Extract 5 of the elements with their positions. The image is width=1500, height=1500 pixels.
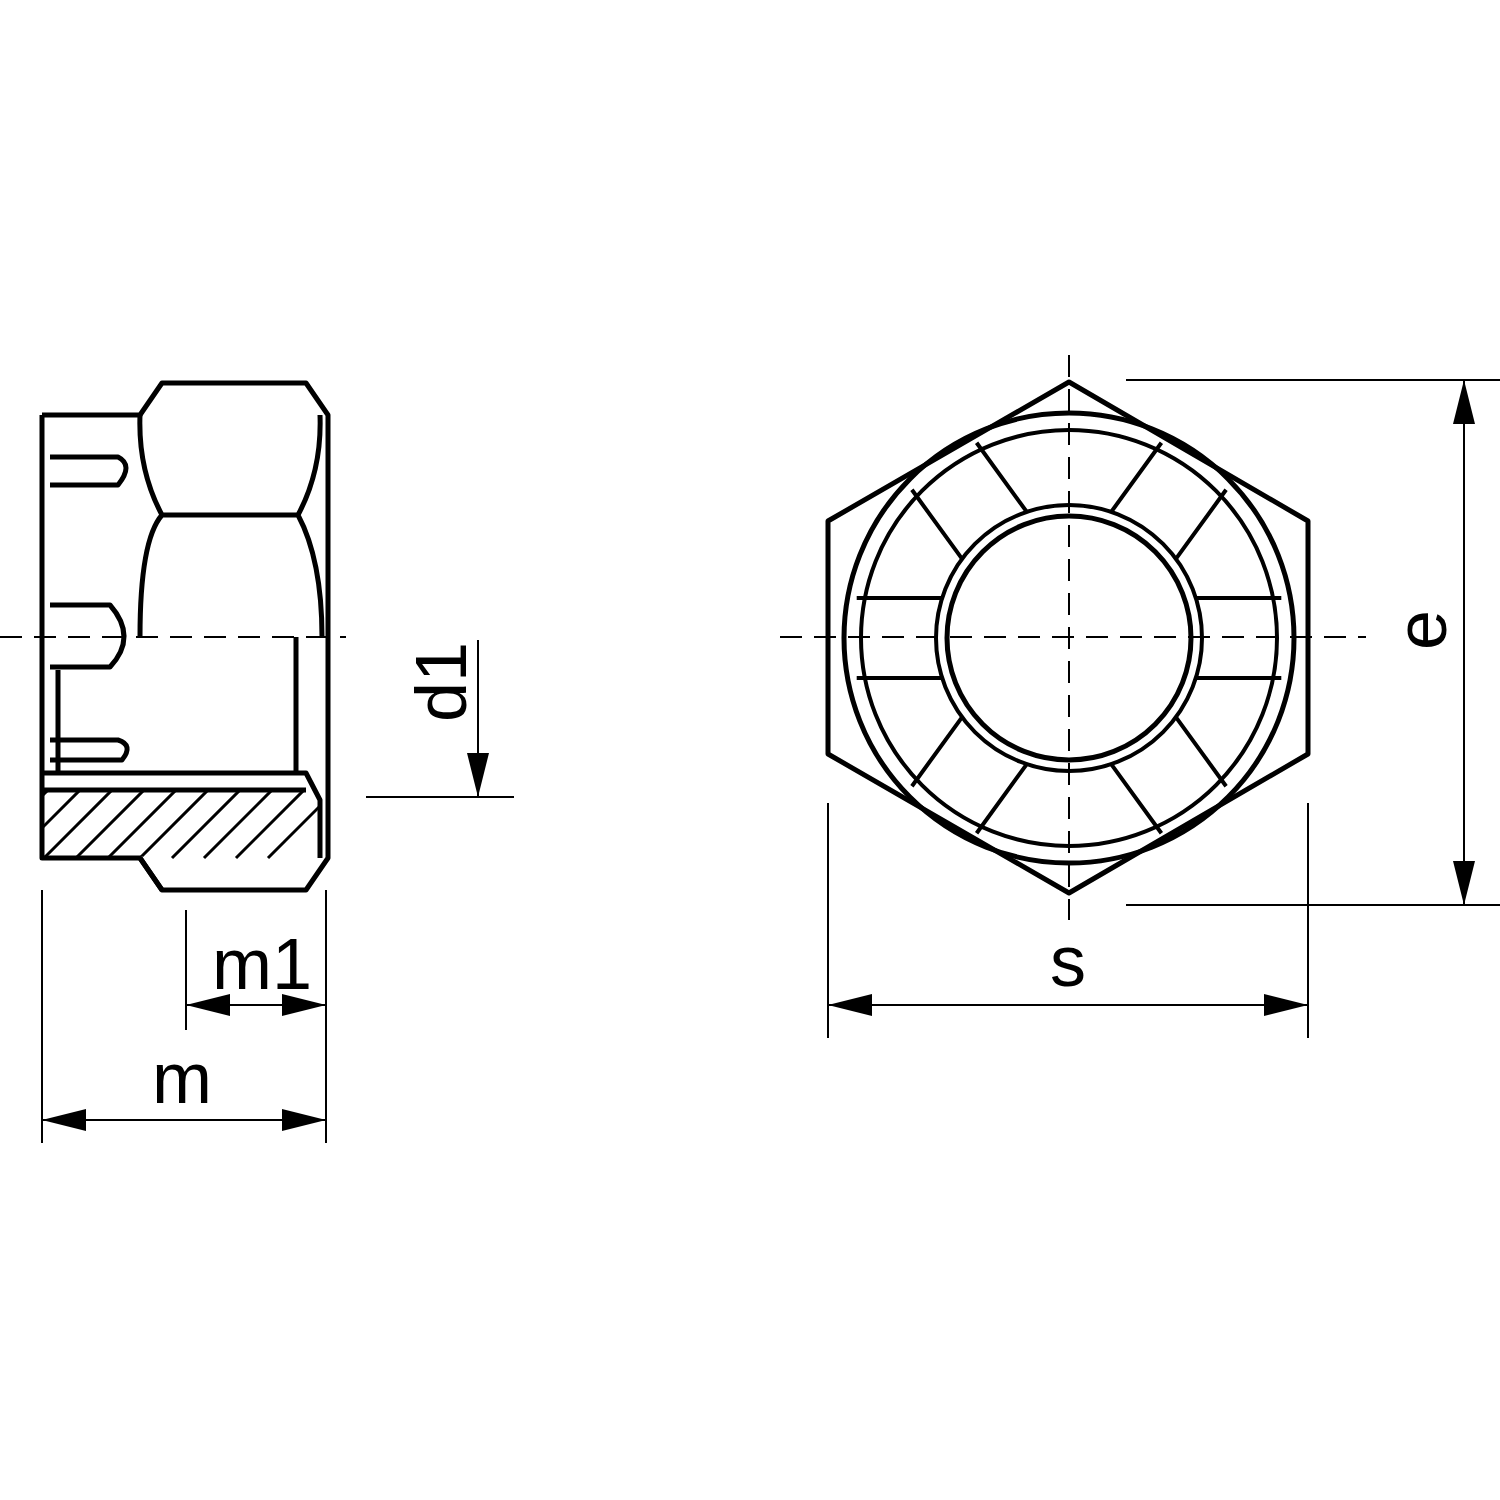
dimension-label: m1 [212, 928, 313, 1000]
dimension-label: m [152, 1042, 212, 1114]
dimension-label: d1 [405, 642, 477, 723]
dimension-label: s [1050, 925, 1086, 997]
dimension-label: e [1385, 610, 1457, 651]
